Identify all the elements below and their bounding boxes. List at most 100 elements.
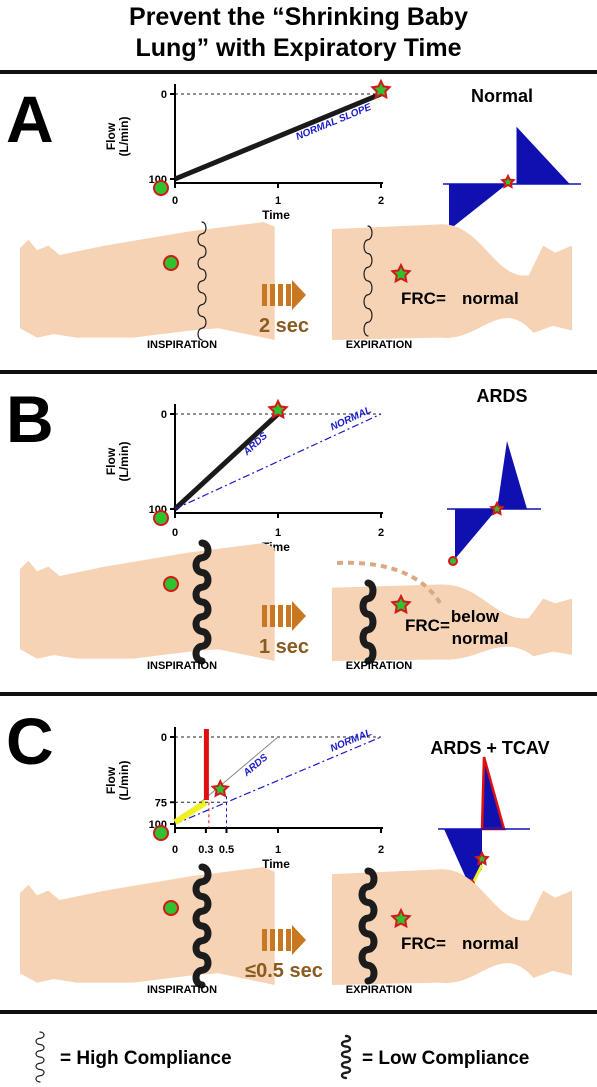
end-star-icon (267, 398, 289, 420)
time-label: 1 sec (259, 636, 309, 658)
panel-letter: A (6, 82, 54, 156)
time-arrow-icon (262, 280, 306, 310)
lung-star-icon (390, 262, 412, 284)
waveform-insp (444, 829, 482, 887)
arrow-bar (262, 284, 267, 306)
arrow-bar (286, 929, 291, 951)
series-normal-line (174, 736, 382, 825)
lung-star-icon (390, 593, 412, 615)
expiration-label: EXPIRATION (346, 339, 412, 351)
frc-value: normal (462, 289, 519, 308)
low-compliance-spring-icon (192, 863, 212, 989)
arrow-head (292, 601, 306, 631)
flow-waveform-icon (440, 126, 581, 237)
release-star-icon (210, 778, 231, 798)
x-tick-label: 2 (378, 195, 384, 207)
inspiration-label: INSPIRATION (147, 339, 217, 351)
time-label: ≤0.5 sec (245, 960, 323, 982)
waveform-exp (507, 126, 577, 185)
legend-high-compliance: = High Compliance (60, 1048, 232, 1069)
y-axis-label: Flow(L/min) (104, 761, 131, 801)
time-arrow-icon (262, 601, 306, 631)
normal-outline-dash (336, 560, 442, 605)
time-arrow-icon (262, 925, 306, 955)
y-axis-label: Flow(L/min) (104, 117, 131, 157)
separator-0 (0, 70, 597, 74)
frc-value-2: normal (452, 629, 509, 648)
lung-star-icon (390, 907, 412, 929)
separator-1 (0, 370, 597, 374)
x-axis-label: Time (262, 208, 290, 222)
arrow-bar (270, 284, 275, 306)
waveform-insp (449, 184, 507, 230)
frc-label: FRC= (401, 934, 446, 953)
separator-2 (0, 692, 597, 696)
x-axis-label: Time (262, 857, 290, 871)
lung-dot-icon (163, 900, 179, 916)
y-tick-label: 0 (161, 732, 167, 744)
waveform-star-icon (489, 500, 505, 516)
high-compliance-spring-icon (35, 1031, 45, 1083)
x-tick-label: 0.3 (198, 844, 213, 856)
tcav-cpap-spike (203, 729, 209, 800)
arrow-bar (286, 284, 291, 306)
lung-dot-icon (163, 255, 179, 271)
series-label: NORMAL (329, 727, 374, 754)
arrow-bar (278, 284, 283, 306)
series-normal-line (174, 413, 382, 510)
time-label: 2 sec (259, 315, 309, 337)
inspiration-label: INSPIRATION (147, 660, 217, 672)
lung-dot-icon (163, 576, 179, 592)
frc-value: below (451, 607, 500, 626)
expiration-lung (332, 584, 572, 661)
y-axis-label-unit: (L/min) (117, 761, 131, 801)
arrow-bar (270, 929, 275, 951)
expiration-label: EXPIRATION (346, 660, 412, 672)
series-primary-line (173, 412, 280, 511)
waveform-exp (480, 756, 506, 831)
start-dot-icon (153, 510, 169, 526)
condition-label: ARDS (476, 386, 527, 406)
y-axis-label: Flow(L/min) (104, 442, 131, 482)
waveform-insp (455, 509, 497, 559)
legend: = High Compliance = Low Compliance (35, 1031, 529, 1083)
legend-low-compliance: = Low Compliance (362, 1048, 529, 1069)
condition-label: Normal (471, 86, 533, 106)
arrow-head (292, 280, 306, 310)
waveform-dot-icon (448, 556, 458, 566)
arrow-bar (270, 605, 275, 627)
tcav-release-line (173, 799, 208, 825)
x-tick-label: 0 (172, 195, 178, 207)
frc-value: normal (462, 934, 519, 953)
x-tick-label: 0.5 (219, 844, 234, 856)
low-compliance-spring-icon (340, 1034, 352, 1080)
inspiration-label: INSPIRATION (147, 984, 217, 996)
x-tick-label: 0 (172, 844, 178, 856)
frc-label: FRC= (405, 616, 450, 635)
x-tick-label: 1 (275, 527, 281, 539)
x-tick-label: 2 (378, 527, 384, 539)
high-compliance-spring-icon (363, 225, 373, 337)
y-axis-label-name: Flow (104, 766, 118, 794)
y-tick-label: 75 (155, 797, 167, 809)
arrow-bar (262, 929, 267, 951)
end-star-icon (370, 78, 392, 100)
y-axis-label-unit: (L/min) (117, 117, 131, 157)
expiration-label: EXPIRATION (346, 984, 412, 996)
series-primary-line (174, 91, 382, 182)
low-compliance-spring-icon (192, 539, 212, 665)
arrow-bar (278, 605, 283, 627)
condition-label: ARDS + TCAV (430, 738, 549, 758)
expiration-lung (332, 869, 572, 985)
figure-title: Prevent the “Shrinking Baby Lung” with E… (0, 2, 597, 64)
low-compliance-spring-icon (358, 867, 378, 985)
high-compliance-spring-icon (197, 221, 207, 341)
inspiration-lung (20, 867, 275, 985)
arrow-bar (286, 605, 291, 627)
arrow-head (292, 925, 306, 955)
series-label: NORMAL (329, 405, 373, 433)
